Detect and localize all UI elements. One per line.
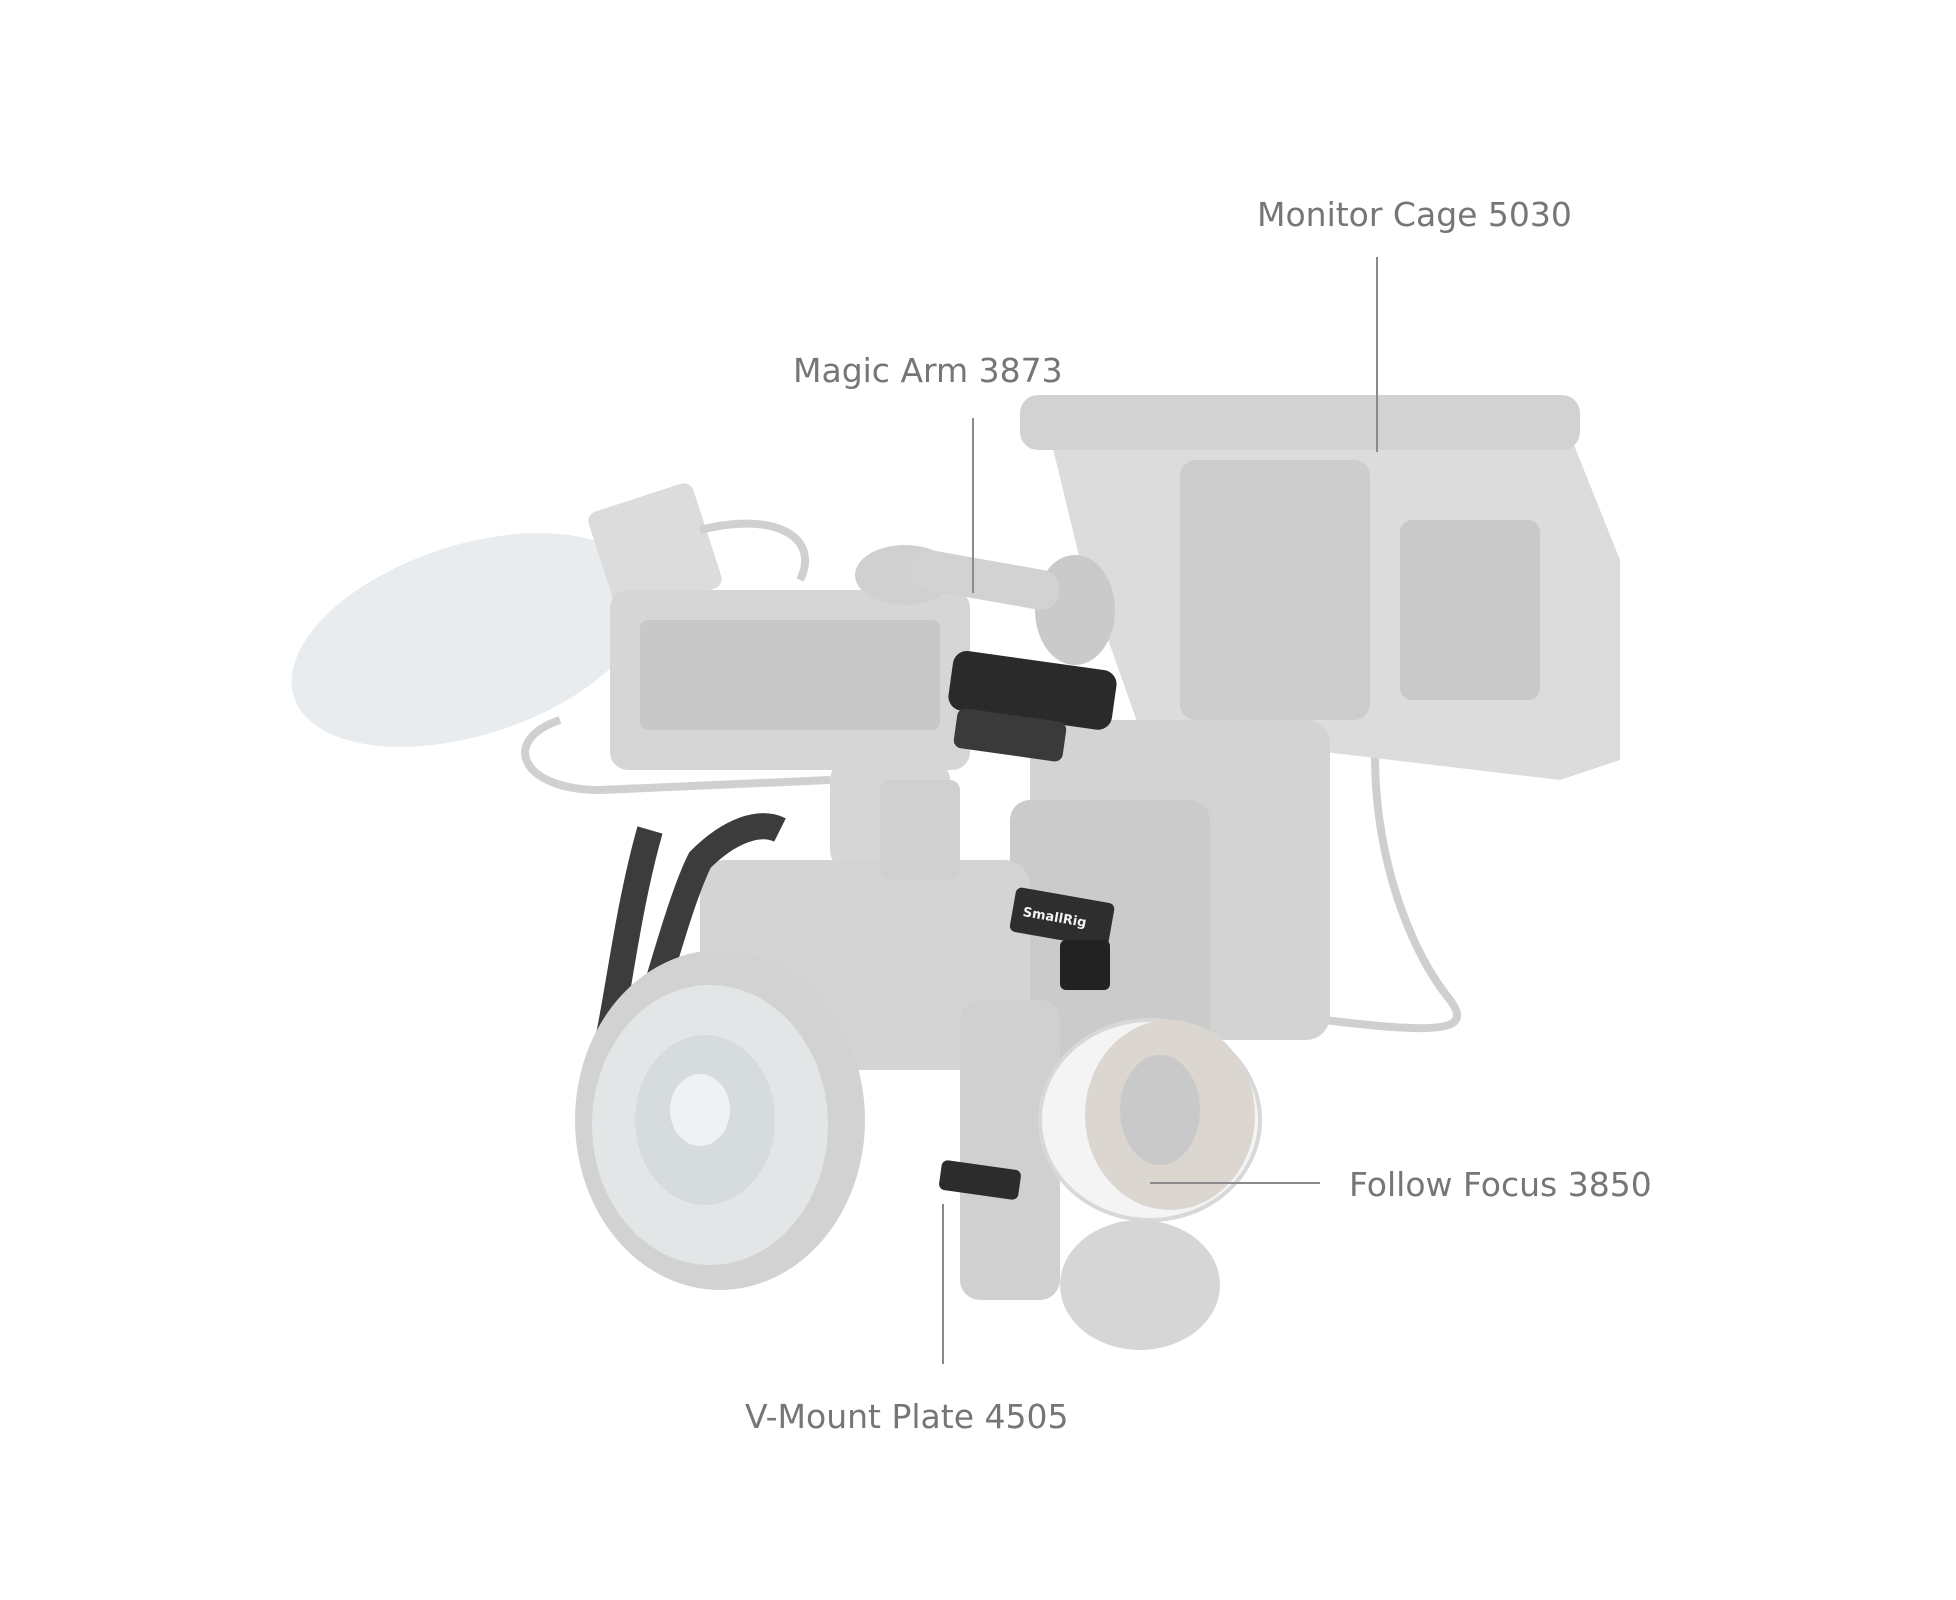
microphone-windscreen: [291, 483, 722, 747]
top-handle: [948, 650, 1117, 762]
audio-module: [610, 590, 970, 870]
magic-arm-leader: [972, 418, 974, 593]
follow-focus-label: Follow Focus 3850: [1349, 1165, 1652, 1204]
monitor-cage-label: Monitor Cage 5030: [1257, 195, 1572, 234]
monitor-cage-illustration: [1020, 395, 1620, 780]
cold-shoe-bracket: [1009, 887, 1115, 990]
v-mount-clamp: [939, 1160, 1021, 1200]
battery-body: [1010, 720, 1330, 1060]
v-mount-plate-leader: [942, 1204, 944, 1364]
magic-arm-illustration: [855, 545, 1115, 665]
v-mount-plate-label: V-Mount Plate 4505: [745, 1397, 1069, 1436]
monitor-cage-leader: [1376, 257, 1378, 452]
magic-arm-label: Magic Arm 3873: [793, 351, 1063, 390]
follow-focus-illustration: [960, 1000, 1262, 1350]
lens: [575, 950, 865, 1290]
follow-focus-leader: [1150, 1182, 1320, 1184]
